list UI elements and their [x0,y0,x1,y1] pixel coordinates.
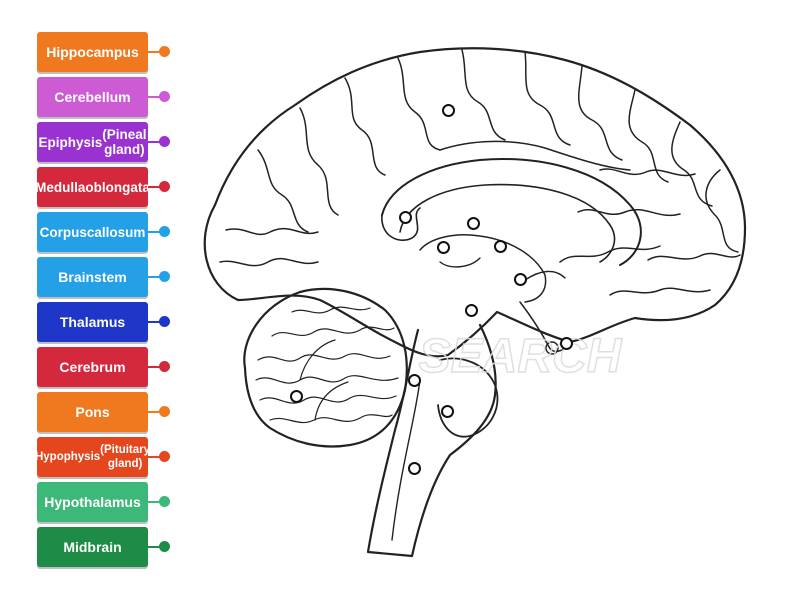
drop-target[interactable] [441,405,454,418]
label-connector-dot[interactable] [159,136,170,147]
label-tile-hypothalamus[interactable]: Hypothalamus [37,482,148,522]
label-tile-epiphysis-pineal-gland[interactable]: Epiphysis(Pineal gland) [37,122,148,162]
drop-target[interactable] [514,273,527,286]
label-text-line: (Pineal gland) [102,127,147,157]
drop-target[interactable] [408,374,421,387]
drop-target[interactable] [467,217,480,230]
label-connector-line [148,51,163,53]
label-connector-dot[interactable] [159,496,170,507]
label-connector-dot[interactable] [159,541,170,552]
label-connector-line [148,321,163,323]
label-text-line: Hippocampus [46,43,139,60]
drop-target[interactable] [494,240,507,253]
label-text-line: Hypothalamus [44,493,141,510]
label-connector-line [148,546,163,548]
drop-target[interactable] [560,337,573,350]
label-connector-dot[interactable] [159,91,170,102]
label-tile-hypophysis-pituitary-gland[interactable]: Hypophysis(Pituitary gland) [34,437,151,477]
label-tile-midbrain[interactable]: Midbrain [37,527,148,567]
label-text-line: Pons [75,403,110,420]
drop-target[interactable] [290,390,303,403]
drop-target[interactable] [408,462,421,475]
label-text-line: Thalamus [59,313,126,330]
label-text-line: Hypophysis [34,451,101,463]
label-text-line: callosum [86,224,146,240]
cerebrum-outline [203,47,747,358]
label-connector-line [148,366,163,368]
label-connector-line [148,186,163,188]
label-tile-hippocampus[interactable]: Hippocampus [37,32,148,72]
label-tile-cerebrum[interactable]: Cerebrum [37,347,148,387]
label-connector-line [148,96,163,98]
label-connector-dot[interactable] [159,226,170,237]
corpus-callosum-outline [381,158,642,266]
watermark-text: SEARCH [419,330,623,383]
label-text-line: Brainstem [58,268,127,285]
label-connector-line [148,231,163,233]
label-text-line: (Pituitary gland) [100,444,151,470]
label-connector-line [148,501,163,503]
label-connector-dot[interactable] [159,361,170,372]
label-tile-cerebellum[interactable]: Cerebellum [37,77,148,117]
label-text-line: Cerebellum [54,88,131,105]
label-connector-dot[interactable] [159,316,170,327]
label-connector-line [148,456,163,458]
label-tile-thalamus[interactable]: Thalamus [37,302,148,342]
label-connector-line [148,411,163,413]
label-connector-dot[interactable] [159,451,170,462]
brainstem-outline [366,323,497,558]
label-text-line: Cerebrum [59,358,126,375]
label-connector-dot[interactable] [159,406,170,417]
drop-target[interactable] [465,304,478,317]
drop-target[interactable] [442,104,455,117]
label-connector-dot[interactable] [159,46,170,57]
label-connector-dot[interactable] [159,181,170,192]
label-tile-pons[interactable]: Pons [37,392,148,432]
label-connector-line [148,276,163,278]
label-text-line: oblongata [85,179,150,195]
label-text-line: Medulla [35,179,86,195]
label-text-line: Epiphysis [38,134,103,150]
brain-sagittal-illustration: SEARCH [203,47,747,558]
drop-target[interactable] [399,211,412,224]
label-connector-line [148,141,163,143]
label-text-line: Midbrain [63,538,122,555]
label-tile-brainstem[interactable]: Brainstem [37,257,148,297]
drop-target[interactable] [437,241,450,254]
label-connector-dot[interactable] [159,271,170,282]
label-text-line: Corpus [39,224,87,240]
